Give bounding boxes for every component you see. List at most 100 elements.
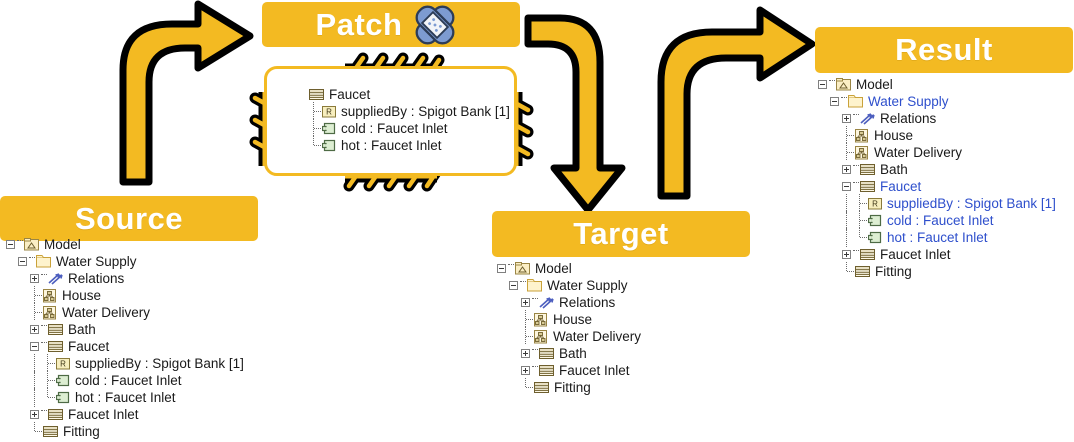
diagram-icon xyxy=(855,145,868,159)
tree-node-label: Relations xyxy=(880,111,937,126)
tree-row[interactable]: hot : Faucet Inlet xyxy=(6,388,244,407)
tree-row[interactable]: Water Supply xyxy=(497,277,641,294)
expand-icon[interactable] xyxy=(30,325,39,334)
tree-row[interactable]: Model xyxy=(818,76,1056,93)
tree-row[interactable]: Faucet Inlet xyxy=(818,246,1056,263)
banner-target-label: Target xyxy=(573,216,669,251)
tree-node-label: Faucet xyxy=(329,87,371,102)
tree-row[interactable]: Model xyxy=(6,236,244,253)
tree-connector xyxy=(43,388,56,406)
svg-text:R: R xyxy=(60,359,66,368)
tree-row[interactable]: Faucet Inlet xyxy=(6,406,244,423)
tree-row[interactable]: Faucet Inlet xyxy=(497,362,641,379)
tree-node-label: Water Delivery xyxy=(874,145,963,160)
tree-node-label: cold : Faucet Inlet xyxy=(341,121,448,136)
tree-row[interactable]: hot : Faucet Inlet xyxy=(818,228,1056,247)
banner-target: Target xyxy=(492,211,750,257)
tree-indent-guide xyxy=(30,371,43,390)
tree-row[interactable]: Relations xyxy=(497,294,641,311)
tree-node-label: Fitting xyxy=(875,264,912,279)
tree-node-label: Water Delivery xyxy=(553,329,642,344)
tree-connector xyxy=(841,96,847,107)
collapse-icon[interactable] xyxy=(509,281,518,290)
tree-row[interactable]: cold : Faucet Inlet xyxy=(6,371,244,390)
tree-row[interactable]: House xyxy=(818,126,1056,144)
expand-icon[interactable] xyxy=(842,250,851,259)
tree-row[interactable]: Bath xyxy=(818,161,1056,178)
tree-connector xyxy=(309,119,322,137)
collapse-icon[interactable] xyxy=(830,97,839,106)
tree-row[interactable]: Faucet xyxy=(818,178,1056,195)
port-icon xyxy=(868,231,882,244)
expand-icon[interactable] xyxy=(521,298,530,307)
block-icon xyxy=(534,382,549,393)
folder-icon xyxy=(527,279,542,292)
tree-node-label: suppliedBy : Spigot Bank [1] xyxy=(341,104,510,119)
collapse-icon[interactable] xyxy=(842,182,851,191)
tree-row[interactable]: Water Supply xyxy=(818,93,1056,110)
tree-row[interactable]: Fitting xyxy=(6,422,244,440)
tree-row[interactable]: House xyxy=(6,286,244,304)
tree-connector xyxy=(855,194,868,212)
tree-connector xyxy=(41,341,47,352)
expand-icon[interactable] xyxy=(842,114,851,123)
expand-icon[interactable] xyxy=(30,274,39,283)
collapse-icon[interactable] xyxy=(18,257,27,266)
banner-source: Source xyxy=(0,196,258,241)
svg-text:R: R xyxy=(872,199,878,208)
diagram-icon xyxy=(855,128,868,142)
block-icon xyxy=(43,426,58,437)
tree-row[interactable]: hot : Faucet Inlet xyxy=(297,136,510,154)
collapse-icon[interactable] xyxy=(818,80,827,89)
tree-row[interactable]: Water Delivery xyxy=(818,143,1056,161)
tree-node-label: hot : Faucet Inlet xyxy=(887,230,988,245)
expand-icon[interactable] xyxy=(842,165,851,174)
tree-row[interactable]: Fitting xyxy=(497,378,641,396)
tree-row[interactable]: Water Delivery xyxy=(6,303,244,321)
expand-icon[interactable] xyxy=(521,366,530,375)
diagram-icon xyxy=(534,329,547,343)
tree-connector xyxy=(43,354,56,372)
tree-row[interactable]: Bath xyxy=(497,345,641,362)
expand-icon[interactable] xyxy=(521,349,530,358)
tree-node-label: Faucet Inlet xyxy=(68,407,139,422)
tree-row[interactable]: Water Delivery xyxy=(497,327,642,345)
tree-node-label: hot : Faucet Inlet xyxy=(75,390,176,405)
tree-row[interactable]: Model xyxy=(497,260,641,277)
arrow-source-to-patch xyxy=(119,0,254,186)
relations-icon xyxy=(860,113,875,125)
collapse-icon[interactable] xyxy=(497,264,506,273)
port-icon xyxy=(56,391,70,404)
tree-connector xyxy=(521,378,534,396)
svg-text:R: R xyxy=(326,107,332,116)
collapse-icon[interactable] xyxy=(6,240,15,249)
model-icon xyxy=(24,238,39,251)
expand-icon[interactable] xyxy=(30,410,39,419)
tree-node-label: House xyxy=(874,128,914,143)
collapse-icon[interactable] xyxy=(30,342,39,351)
tree-node-label: Water Delivery xyxy=(62,305,151,320)
tree-row[interactable]: Relations xyxy=(6,270,244,287)
tree-row[interactable]: Fitting xyxy=(818,262,1056,280)
tree-row[interactable]: cold : Faucet Inlet xyxy=(297,119,510,137)
arrow-patch-to-target xyxy=(524,14,626,214)
tree-node-label: Faucet xyxy=(68,339,110,354)
tree-row[interactable]: Faucet xyxy=(297,86,510,103)
tree-row[interactable]: Bath xyxy=(6,321,244,338)
tree-row[interactable]: Water Supply xyxy=(6,253,244,270)
tree-row[interactable]: Faucet xyxy=(6,338,244,355)
tree-row[interactable]: cold : Faucet Inlet xyxy=(818,211,1056,230)
tree-connector xyxy=(855,211,868,229)
tree-connector xyxy=(521,310,534,328)
tree-node-label: Faucet Inlet xyxy=(880,247,951,262)
tree-connector xyxy=(853,249,859,260)
tree-connector xyxy=(855,228,868,246)
tree-node-label: Water Supply xyxy=(868,94,949,109)
tree-row[interactable]: House xyxy=(497,310,641,328)
tree-connector xyxy=(853,113,859,124)
tree-row[interactable]: Relations xyxy=(818,110,1056,127)
tree-indent-guide xyxy=(842,194,855,213)
